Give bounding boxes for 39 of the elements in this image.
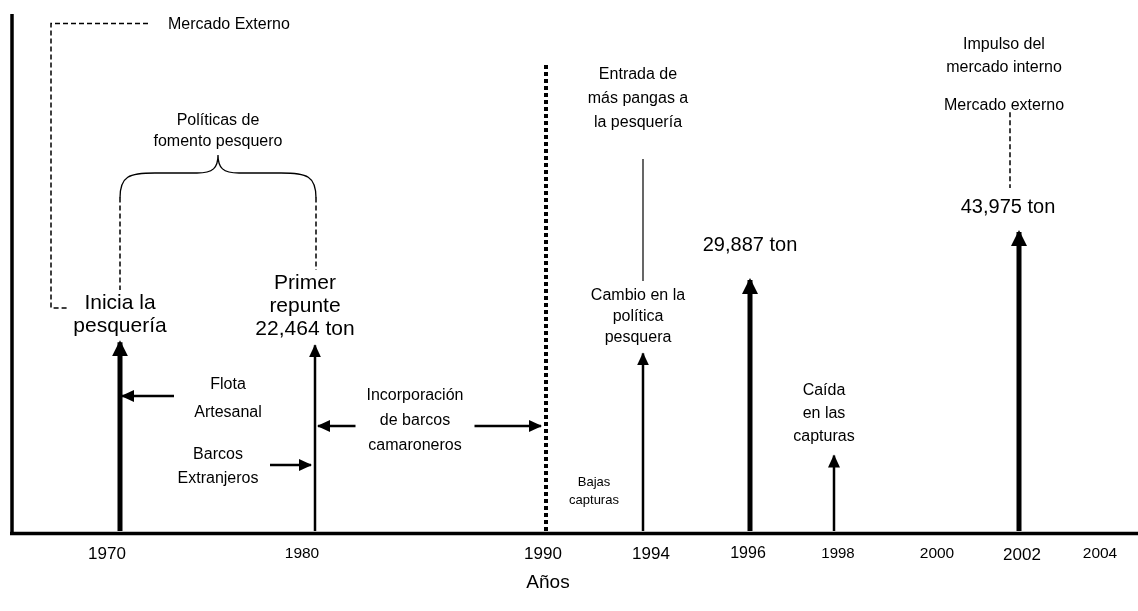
arrow <box>121 390 174 402</box>
year-label: 2002 <box>1003 546 1041 563</box>
connector-line <box>642 158 644 282</box>
year-label: 1990 <box>524 545 562 562</box>
annotation-text: Entrada de más pangas a la pesquería <box>584 62 692 134</box>
arrow <box>828 454 840 531</box>
year-label: 1980 <box>284 545 320 561</box>
annotation-text: Caída en las capturas <box>792 378 856 448</box>
year-label: 1994 <box>632 545 670 562</box>
annotation-text: Inicia la pesquería <box>70 290 170 337</box>
arrow <box>742 278 758 531</box>
axis-title: Años <box>526 572 570 591</box>
arrow <box>270 459 312 471</box>
annotation-text: 43,975 ton <box>960 194 1056 218</box>
annotation-text: Cambio en la política pesquera <box>579 285 697 348</box>
arrow <box>309 344 321 531</box>
arrow <box>112 340 128 531</box>
annotation-text: Primer repunte 22,464 ton <box>245 270 365 340</box>
dashed-connector <box>119 196 121 291</box>
annotation-text: Incorporación de barcos camaroneros <box>357 383 473 458</box>
arrow <box>1011 230 1027 531</box>
annotation-text: Mercado externo <box>943 95 1065 115</box>
year-label: 1970 <box>88 545 126 562</box>
annotation-text: Políticas de fomento pesquero <box>152 110 284 151</box>
annotation-label: Bajas capturas <box>568 473 620 509</box>
annotation-text: Impulso del mercado interno <box>934 32 1074 79</box>
dashed-connector <box>1009 111 1011 189</box>
annotation-text: 29,887 ton <box>702 232 798 256</box>
annotation-text: Flota Artesanal <box>178 370 278 426</box>
arrow <box>317 420 356 432</box>
year-label: 1996 <box>730 545 766 561</box>
annotation-text: Mercado Externo <box>168 14 290 34</box>
arrow <box>637 352 649 531</box>
dashed-connector <box>50 22 149 309</box>
year-label: 1998 <box>821 545 855 560</box>
year-label: 2000 <box>919 545 955 561</box>
year-label: 2004 <box>1082 545 1118 561</box>
arrow <box>474 420 542 432</box>
annotation-text: Barcos Extranjeros <box>168 442 268 490</box>
